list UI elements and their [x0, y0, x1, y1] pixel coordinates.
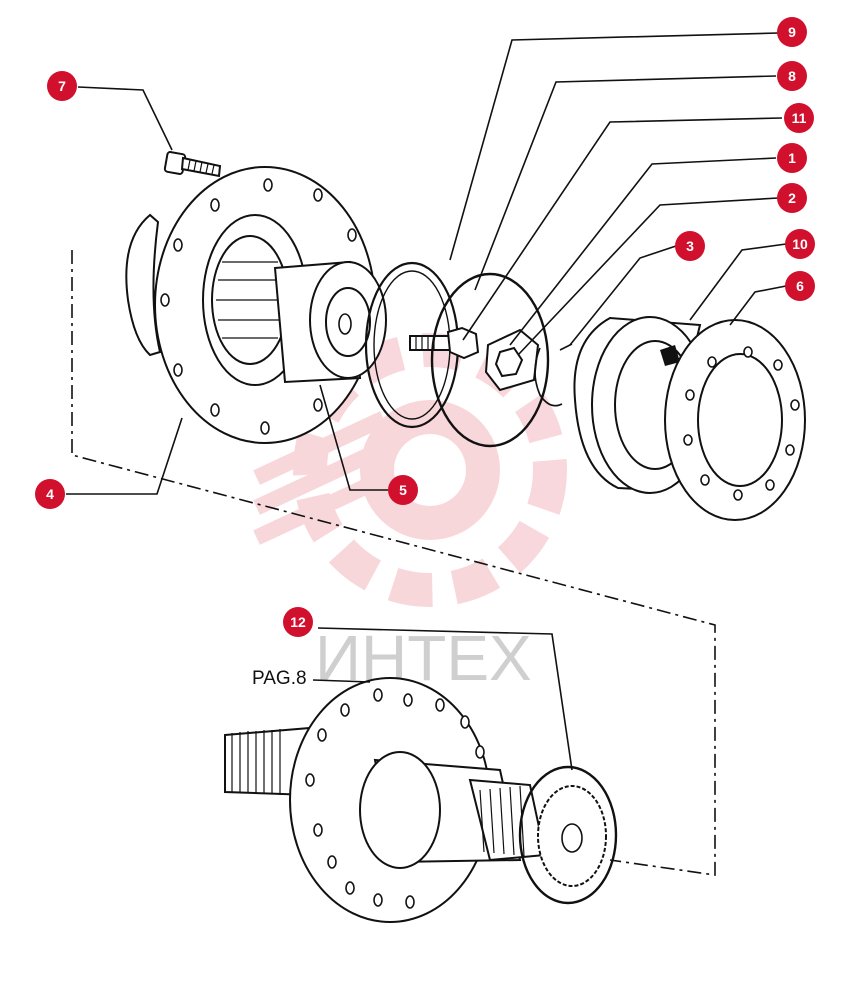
shaft-snap-ring-part — [518, 765, 618, 905]
svg-text:8: 8 — [788, 68, 796, 84]
retaining-clip-part — [534, 343, 573, 407]
assembly-group-line — [71, 250, 716, 876]
svg-text:6: 6 — [796, 278, 804, 294]
svg-text:12: 12 — [290, 614, 306, 630]
page-reference-label: PAG.8 — [252, 668, 307, 689]
shaft-flange-holes — [305, 688, 485, 909]
bolt-part — [163, 151, 222, 178]
svg-text:11: 11 — [792, 110, 807, 126]
svg-text:3: 3 — [686, 238, 694, 254]
svg-text:7: 7 — [58, 78, 66, 94]
callout-11: 11 — [784, 103, 814, 133]
svg-text:10: 10 — [792, 236, 808, 252]
callout-2: 2 — [777, 183, 807, 213]
outer-flange-holes — [683, 346, 800, 501]
callout-9: 9 — [777, 17, 807, 47]
callout-3: 3 — [675, 231, 705, 261]
callout-8: 8 — [777, 61, 807, 91]
callout-10: 10 — [785, 229, 815, 259]
svg-text:2: 2 — [788, 190, 796, 206]
callout-6: 6 — [785, 271, 815, 301]
callout-7: 7 — [47, 71, 77, 101]
axle-shaft-part — [224, 677, 547, 923]
svg-text:9: 9 — [788, 24, 796, 40]
stud-nut-part — [409, 326, 480, 360]
callout-1: 1 — [777, 143, 807, 173]
svg-text:1: 1 — [788, 150, 796, 166]
svg-text:5: 5 — [399, 482, 407, 498]
spindle-part — [273, 260, 387, 384]
outer-flange-part — [664, 319, 806, 521]
callout-5: 5 — [388, 475, 418, 505]
lock-washer-part — [484, 328, 540, 392]
svg-text:4: 4 — [46, 486, 54, 502]
callout-4: 4 — [35, 479, 65, 509]
snap-ring-part — [430, 272, 550, 448]
flange-bolt-holes — [160, 178, 357, 435]
leader-lines — [66, 32, 787, 771]
callout-12: 12 — [283, 607, 313, 637]
